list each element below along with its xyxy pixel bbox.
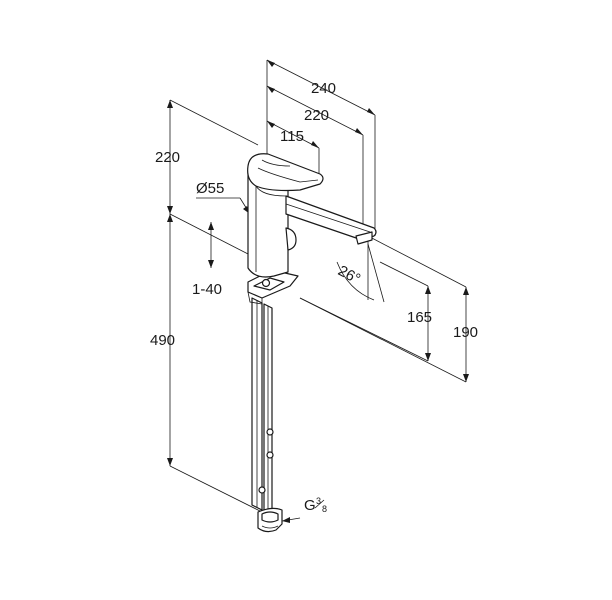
faucet — [247, 153, 377, 533]
dim-490: 490 — [150, 332, 175, 349]
thread-label: G 3 8 — [304, 496, 327, 514]
main-body — [247, 167, 297, 278]
dim-220-left: 220 — [155, 149, 180, 166]
dim-26-degrees: 26° — [335, 262, 363, 288]
supply-hoses — [251, 297, 274, 515]
thread-numerator: 3 — [316, 496, 321, 506]
hose-end-fitting — [257, 507, 283, 533]
lever-handle — [247, 153, 324, 197]
dim-240: 240 — [311, 80, 336, 97]
thread-g: G — [304, 497, 316, 514]
spout — [285, 195, 377, 245]
dimension-labels: 240 220 115 220 Ø55 1-40 490 26° 165 190… — [150, 80, 478, 514]
dim-1-40: 1-40 — [192, 281, 222, 298]
dim-190: 190 — [453, 324, 478, 341]
dimension-lines — [169, 59, 467, 522]
dim-diameter-55: Ø55 — [196, 180, 224, 197]
dim-115: 115 — [280, 128, 304, 145]
dim-220-top: 220 — [304, 107, 329, 124]
thread-denominator: 8 — [322, 504, 327, 514]
dim-165: 165 — [407, 309, 432, 326]
arrow-heads — [167, 60, 469, 523]
